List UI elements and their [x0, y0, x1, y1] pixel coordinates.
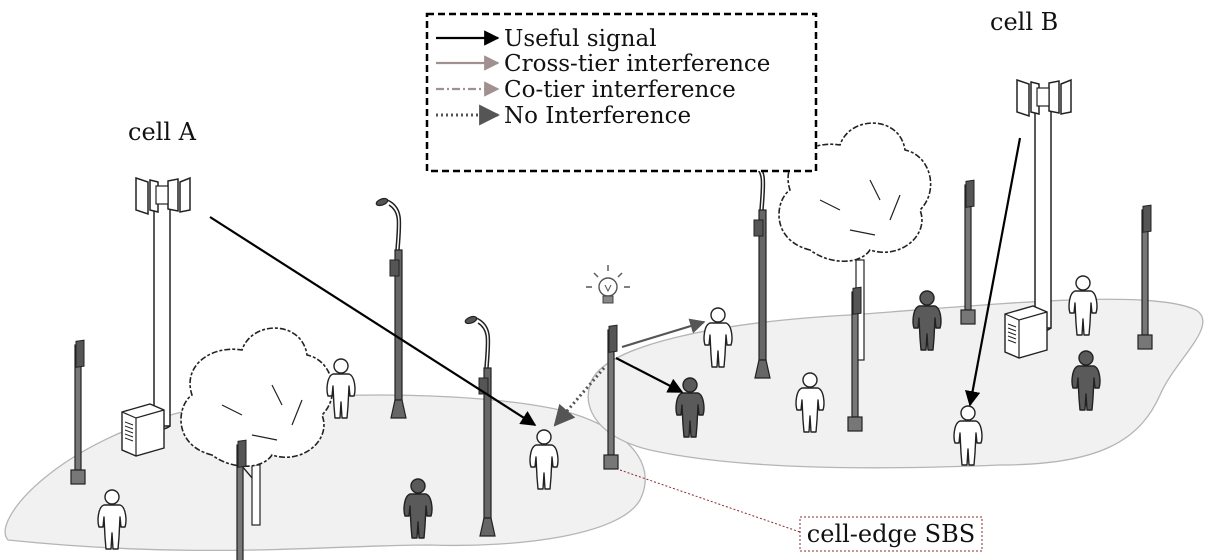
legend: Useful signal Cross-tier interference Co… [425, 12, 818, 173]
macro-tower-icon [135, 177, 191, 430]
cross-tier-arrow [621, 318, 706, 349]
useful-signal-arrow-cell-b [964, 137, 1022, 407]
tree-icon [180, 327, 334, 526]
cell-a-label: cell A [128, 118, 197, 146]
useful-signal-arrow-cell-a [209, 216, 537, 426]
useful-signal-arrow-sbs [615, 357, 684, 393]
cell-edge-sbs-box [799, 516, 983, 552]
cell-edge-sbs-leader [619, 469, 801, 533]
sbs-pole-icon [960, 179, 976, 325]
light-bulb-icon [586, 265, 630, 304]
cabinet-icon [1004, 305, 1048, 359]
macro-tower-icon [1016, 79, 1072, 332]
legend-co-tier-label: Co-tier interference [504, 77, 736, 103]
legend-cross-tier-label: Cross-tier interference [504, 51, 770, 77]
cell-b-label: cell B [990, 8, 1058, 36]
legend-useful-signal-label: Useful signal [504, 26, 657, 52]
cell-edge-sbs-label: cell-edge SBS [807, 520, 975, 548]
cabinet-icon [121, 403, 165, 457]
street-lamp-icon [374, 196, 407, 419]
ground-cell-b [587, 298, 1204, 469]
legend-no-interference-label: No Interference [504, 103, 691, 129]
